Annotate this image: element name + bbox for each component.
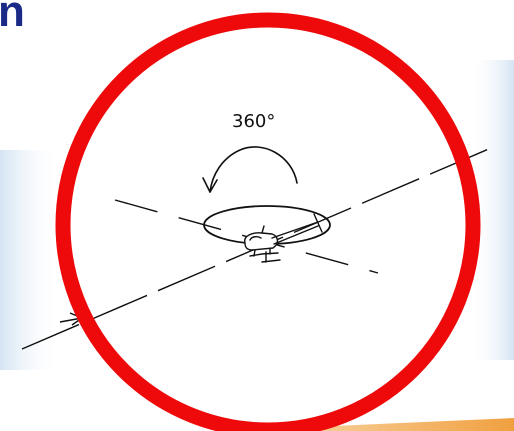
left-glow-decoration [0, 150, 60, 370]
helicopter-icon [244, 213, 323, 263]
slide-title-fragment: n [0, 0, 25, 36]
rotation-angle-label: 360° [232, 111, 275, 132]
highlight-ring [55, 12, 481, 431]
rotation-arrow-icon [202, 146, 298, 193]
